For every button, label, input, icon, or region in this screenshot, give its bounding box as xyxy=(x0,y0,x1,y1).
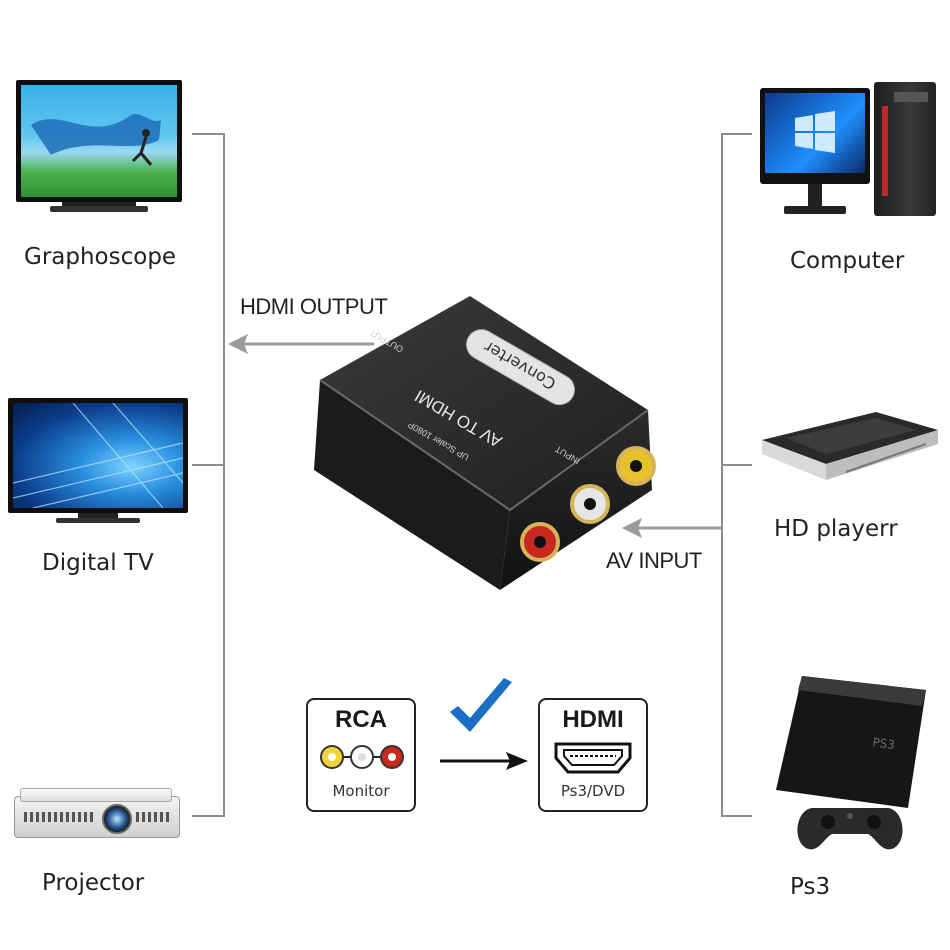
input-arrow xyxy=(622,518,722,538)
left-bracket-vertical xyxy=(223,133,225,816)
output-label: HDMI OUTPUT xyxy=(240,294,388,319)
output-arrow xyxy=(228,334,374,354)
projector-label: Projector xyxy=(42,870,145,896)
ps3-label: Ps3 xyxy=(790,874,831,900)
digital-tv-image xyxy=(8,398,188,526)
rca-sub: Monitor xyxy=(332,782,390,800)
rca-title: RCA xyxy=(335,706,387,733)
digital-tv-label: Digital TV xyxy=(42,550,154,576)
check-icon xyxy=(450,678,512,732)
hdmi-sub: Ps3/DVD xyxy=(560,782,626,800)
ps3-image: PS3 xyxy=(776,670,936,866)
svg-text:PS3: PS3 xyxy=(872,735,896,752)
right-bracket-vertical xyxy=(721,133,723,816)
left-bracket-tick-3 xyxy=(192,815,225,817)
hdmi-port-icon xyxy=(554,742,632,774)
right-bracket-tick-3 xyxy=(721,815,752,817)
graphoscope-image xyxy=(14,80,184,215)
rca-box: RCA Monitor xyxy=(306,698,416,812)
hdmi-title: HDMI xyxy=(562,706,624,733)
projector-image xyxy=(14,786,180,842)
left-bracket-tick-2 xyxy=(192,464,225,466)
graphoscope-label: Graphoscope xyxy=(24,244,177,270)
right-bracket-tick-1 xyxy=(721,133,752,135)
rca-connectors-icon xyxy=(320,745,404,769)
computer-label: Computer xyxy=(790,248,905,274)
hd-player-label: HD playerr xyxy=(774,516,898,542)
right-bracket-tick-2 xyxy=(721,464,752,466)
computer-image xyxy=(760,82,940,222)
converter-device: AV TO HDMI UP Scaler 1080P Converter OUT… xyxy=(300,290,660,590)
hdmi-box: HDMI Ps3/DVD xyxy=(538,698,648,812)
hd-player-image xyxy=(756,408,942,484)
input-label: AV INPUT xyxy=(606,548,702,573)
left-bracket-tick-1 xyxy=(192,133,225,135)
conversion-arrow xyxy=(440,752,528,770)
